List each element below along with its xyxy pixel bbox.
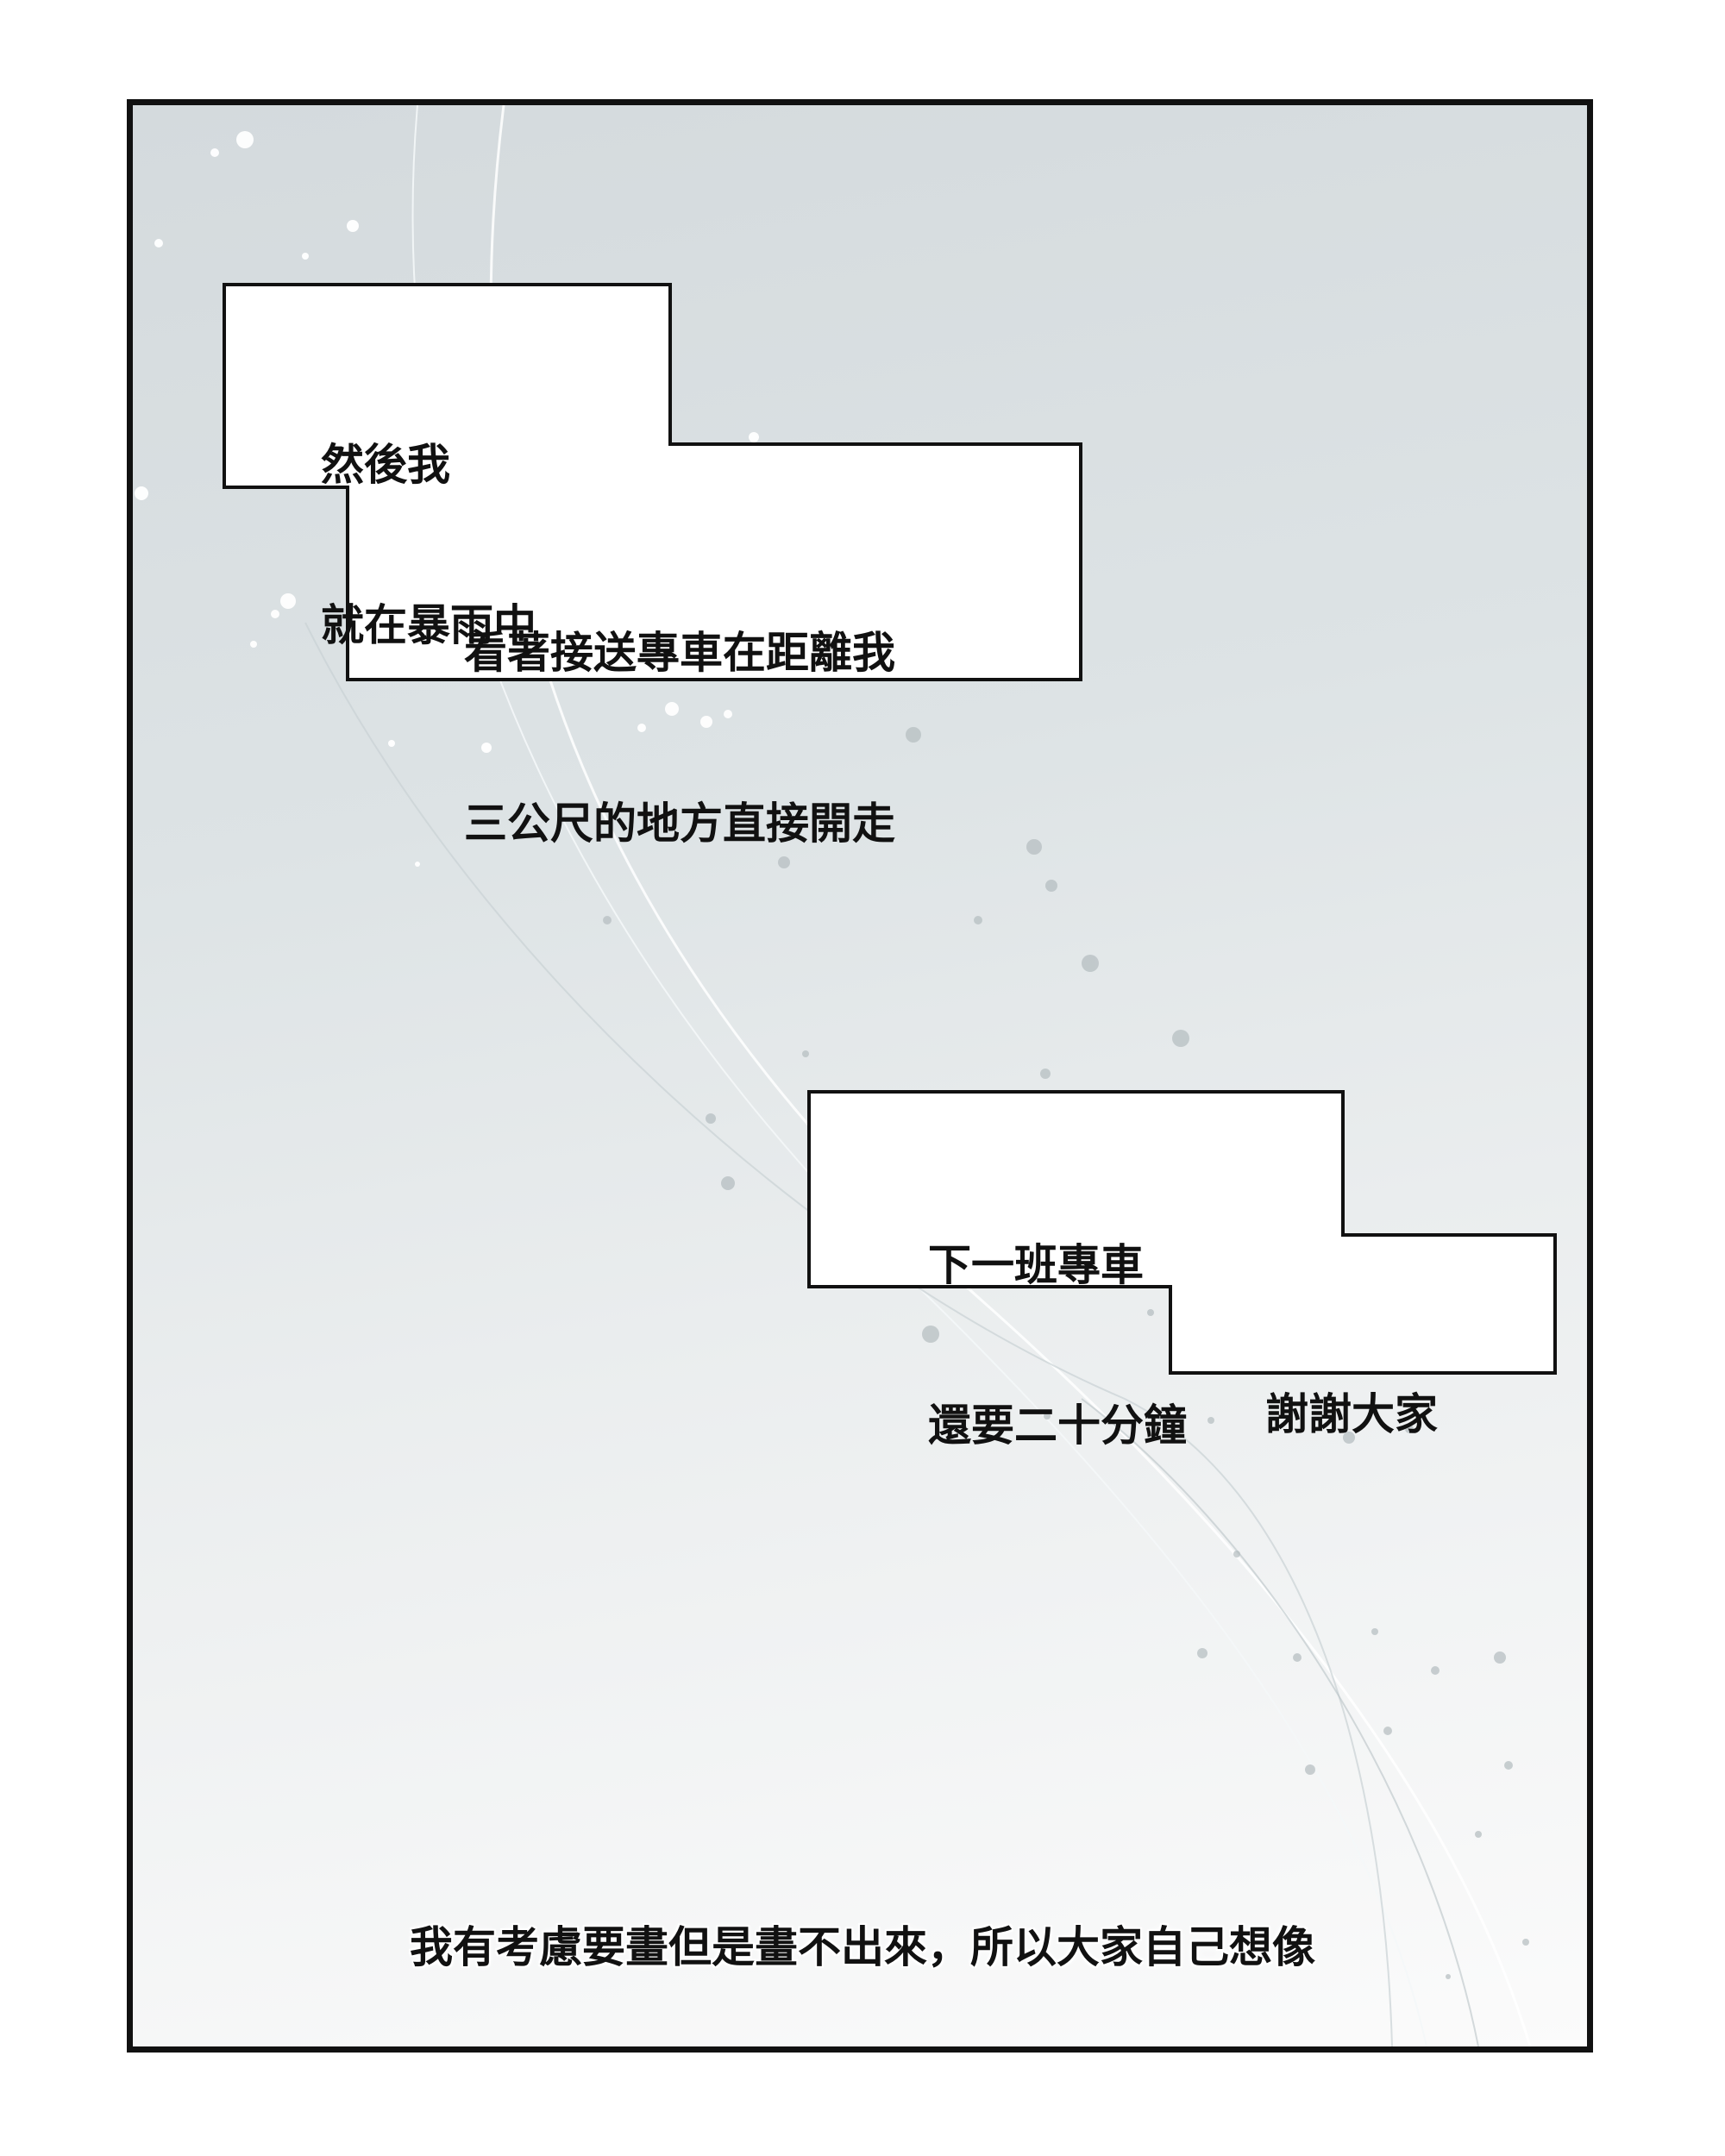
caption-text-4: 謝謝大家 — [1265, 1281, 1438, 1548]
caption-text-3: 下一班專車 還要二十分鐘 — [928, 1131, 1187, 1559]
caption-text-1: 然後我 就在暴雨中 — [321, 331, 536, 759]
caption-2-line-1: 看著接送專車在距離我 — [464, 628, 895, 678]
caption-text-2: 看著接送專車在距離我 三公尺的地方直接開走 — [464, 511, 895, 966]
caption-3-line-2: 還要二十分鐘 — [928, 1401, 1187, 1451]
caption-4-line-1: 謝謝大家 — [1265, 1389, 1438, 1439]
caption-1-line-2: 就在暴雨中 — [321, 600, 536, 650]
caption-1-line-1: 然後我 — [321, 440, 450, 490]
caption-2-line-2: 三公尺的地方直接開走 — [464, 799, 895, 849]
footer-note: 我有考慮要畫但是畫不出來，所以大家自己想像 — [410, 1922, 1315, 1972]
caption-3-line-1: 下一班專車 — [928, 1240, 1144, 1290]
